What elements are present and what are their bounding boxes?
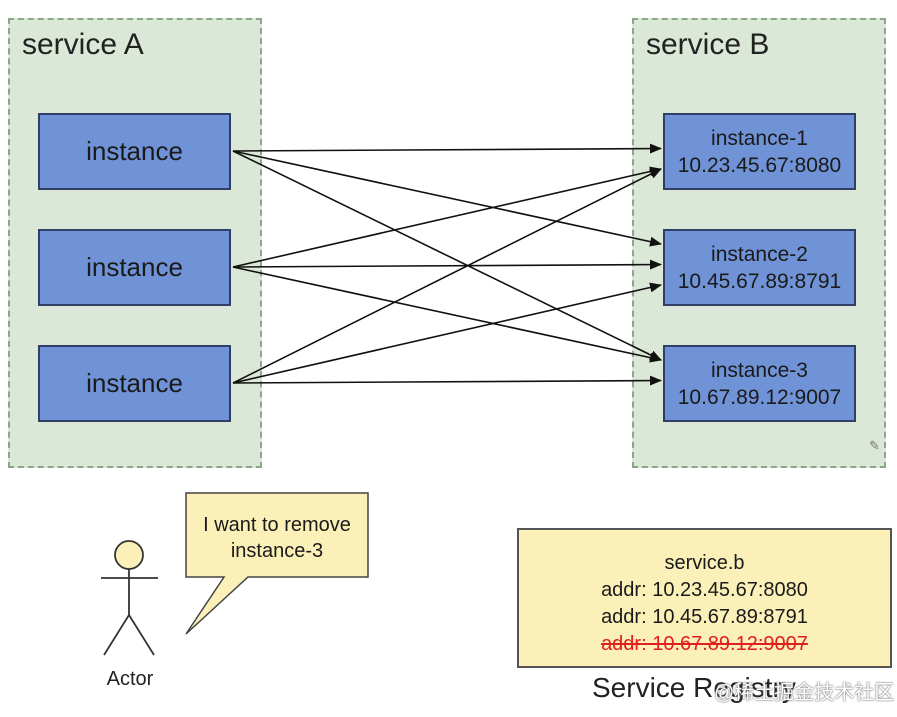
edge-a2-b2 — [232, 259, 662, 270]
edge-a1-b2 — [232, 150, 662, 247]
edge-a2-b3 — [232, 266, 662, 363]
service-b-instance-1: instance-1 10.23.45.67:8080 — [663, 113, 856, 190]
edge-a1-b1 — [232, 143, 662, 154]
instance-addr: 10.23.45.67:8080 — [677, 153, 842, 177]
edge-a1-b3 — [232, 150, 662, 361]
edge-a3-b3 — [232, 375, 662, 386]
service-a-instance-2: instance — [38, 229, 231, 306]
service-a-instance-3: instance — [38, 345, 231, 422]
instance-name: instance-2 — [711, 242, 808, 266]
instance-name: instance-1 — [711, 126, 808, 150]
registry-entry-1: addr: 10.23.45.67:8080 — [601, 579, 808, 601]
speech-bubble — [185, 492, 369, 635]
instance-addr: 10.45.67.89:8791 — [677, 269, 842, 293]
speech-line-1: I want to remove — [203, 514, 351, 536]
service-a-instance-1: instance — [38, 113, 231, 190]
registry-entry-2: addr: 10.45.67.89:8791 — [601, 606, 808, 628]
instance-name: instance-3 — [711, 358, 808, 382]
speech-text: I want to remove instance-3 — [188, 512, 366, 564]
edge-a3-b2 — [232, 282, 662, 384]
service-b-instance-3: instance-3 10.67.89.12:9007 — [663, 345, 856, 422]
service-b-instance-2: instance-2 10.45.67.89:8791 — [663, 229, 856, 306]
speech-line-2: instance-3 — [230, 540, 324, 562]
service-b-title: service B — [646, 28, 770, 61]
actor-figure — [101, 540, 158, 656]
edge-a3-b1 — [232, 168, 662, 384]
edge-a2-b1 — [232, 166, 662, 268]
actor-label: Actor — [106, 668, 154, 690]
watermark: @稀土掘金技术社区 — [714, 682, 895, 704]
registry-service: service.b — [664, 552, 745, 574]
resize-glyph: ✎ — [869, 438, 880, 453]
instance-label: instance — [86, 252, 183, 282]
instance-label: instance — [86, 136, 183, 166]
service-registry-box: service.b addr: 10.23.45.67:8080 addr: 1… — [517, 528, 892, 668]
instance-label: instance — [86, 368, 183, 398]
registry-entry-3-removed: addr: 10.67.89.12:9007 — [601, 633, 808, 655]
service-a-title: service A — [22, 28, 144, 61]
registry-label: Service Registry — [592, 672, 796, 703]
instance-addr: 10.67.89.12:9007 — [677, 385, 842, 409]
